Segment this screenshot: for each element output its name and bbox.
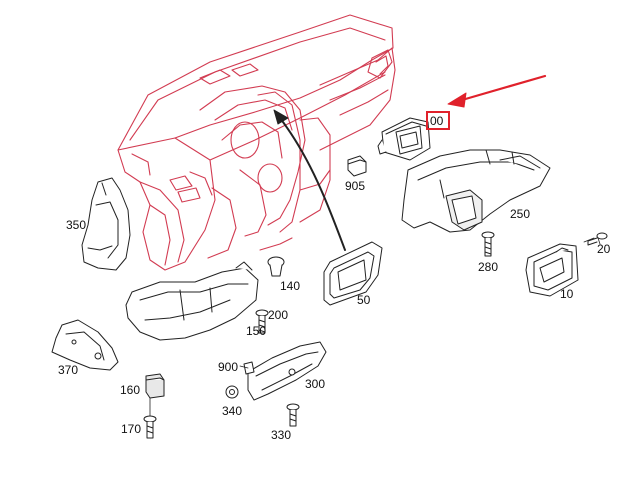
dashboard-assembly xyxy=(117,14,396,271)
part-20 xyxy=(587,232,608,246)
part-370 xyxy=(51,319,119,371)
part-170 xyxy=(143,415,157,439)
label-900: 900 xyxy=(218,360,239,374)
part-350 xyxy=(81,177,131,271)
label-300: 300 xyxy=(305,377,326,391)
part-300 xyxy=(247,341,327,401)
label-160: 160 xyxy=(120,383,141,397)
part-905 xyxy=(347,155,367,177)
label-100: 00 xyxy=(430,114,444,128)
label-50: 50 xyxy=(357,293,371,307)
part-340 xyxy=(225,385,239,399)
part-330 xyxy=(286,403,300,427)
label-350: 350 xyxy=(66,218,87,232)
label-10: 10 xyxy=(560,287,574,301)
install-arrow xyxy=(273,109,346,251)
highlight-arrow xyxy=(447,74,547,108)
label-340: 340 xyxy=(222,404,243,418)
part-100 xyxy=(377,117,431,161)
label-280: 280 xyxy=(478,260,499,274)
label-330: 330 xyxy=(271,428,292,442)
part-150 xyxy=(125,261,259,341)
label-200: 200 xyxy=(268,308,289,322)
label-20: 20 xyxy=(597,242,611,256)
label-140: 140 xyxy=(280,279,301,293)
part-250 xyxy=(401,149,551,233)
label-905: 905 xyxy=(345,179,366,193)
label-370: 370 xyxy=(58,363,79,377)
part-200 xyxy=(255,309,269,334)
part-10 xyxy=(525,243,579,297)
part-140 xyxy=(267,256,285,277)
part-900 xyxy=(243,361,255,375)
highlight-box xyxy=(426,111,450,130)
leader-lines xyxy=(149,237,601,417)
label-250: 250 xyxy=(510,207,531,221)
part-50 xyxy=(323,241,383,306)
label-170: 170 xyxy=(121,422,142,436)
part-160 xyxy=(145,373,165,399)
part-280 xyxy=(481,231,495,257)
label-150: 150 xyxy=(246,324,267,338)
